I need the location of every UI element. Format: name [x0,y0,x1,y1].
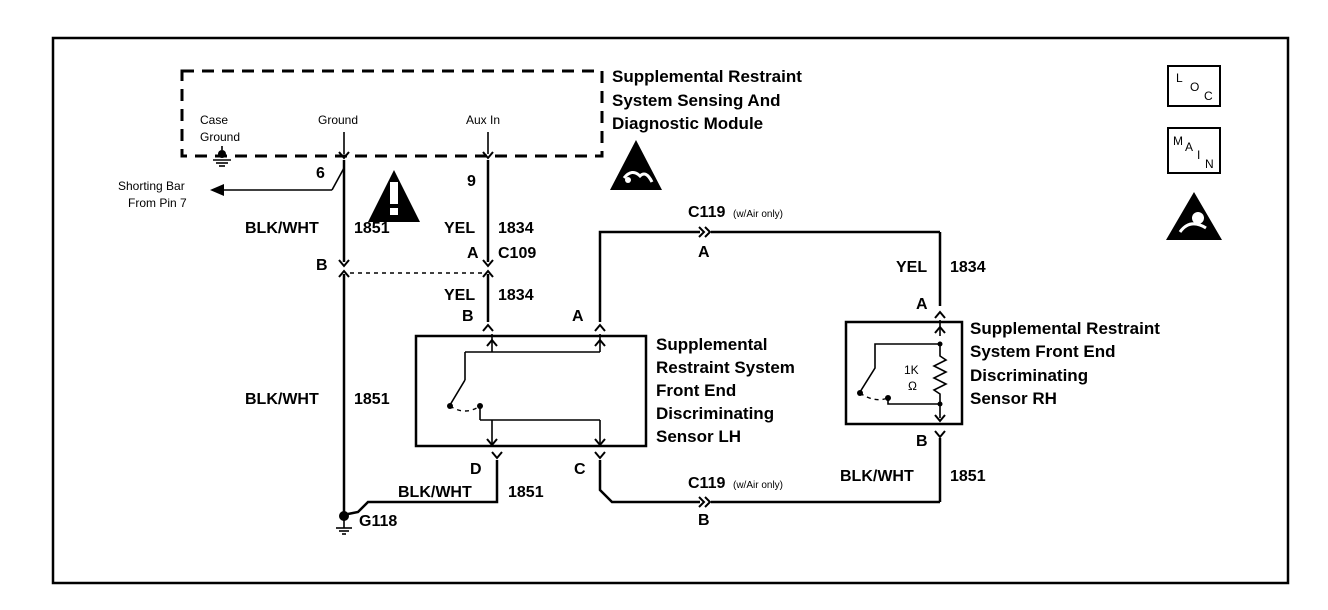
lh-sensor-pin-d: D [470,461,482,478]
wire-yel-circuit-2: 1834 [498,287,534,304]
sensor-lh-title-4: Discriminating [656,404,774,423]
sensor-lh-switch [447,334,606,446]
lh-sensor-pin-b: B [462,308,474,325]
diagram-frame [51,36,1290,585]
wire-blk-wht-color-1: BLK/WHT [245,220,319,237]
wire-blk-wht-circuit-2: 1851 [354,391,390,408]
c119-top-pin-a: A [698,244,710,261]
sdm-title-line-3: Diagnostic Module [612,114,763,133]
wire-yel-color-1: YEL [444,220,475,237]
svg-text:L: L [1176,71,1183,85]
wire-blk-wht-color-2: BLK/WHT [245,391,319,408]
c109-label: C109 [498,245,536,262]
svg-text:O: O [1190,80,1199,94]
sensor-lh-title-5: Sensor LH [656,427,741,446]
airbag-warning-icon [1166,192,1222,240]
sensor-rh-title-2: System Front End [970,342,1115,361]
svg-text:N: N [1205,157,1214,171]
c119-bottom-label: C119 [688,475,725,492]
sdm-title-line-2: System Sensing And [612,91,780,110]
c109-pin-a: A [467,245,479,262]
loc-icon[interactable]: L O C [1167,65,1221,107]
sensor-rh-box [844,320,964,426]
sensor-rh-title-3: Discriminating [970,366,1088,385]
sensor-lh-title-2: Restraint System [656,358,795,377]
wire-blk-wht-circuit-1: 1851 [354,220,390,237]
svg-text:M: M [1173,134,1183,148]
sensor-rh-title-1: Supplemental Restraint [970,319,1160,338]
pin-6-number: 6 [316,165,325,182]
sensor-lh-title-1: Supplemental [656,335,767,354]
svg-text:A: A [1185,140,1193,154]
rh-sensor-pin-b: B [916,433,928,450]
caution-icon [368,170,420,222]
pin-9-number: 9 [467,173,476,190]
sdm-module-box [180,69,604,158]
main-icon[interactable]: M A I N [1167,127,1221,174]
wire-blk-wht-color-4: BLK/WHT [840,468,914,485]
shorting-bar-label-2: From Pin 7 [128,196,187,210]
c119-top-note: (w/Air only) [733,209,783,220]
shorting-bar [210,167,345,196]
wire-blk-wht-circuit-3: 1851 [508,484,544,501]
c119-top-label: C119 [688,204,725,221]
resistor-symbol [932,344,948,422]
sensor-rh-title-4: Sensor RH [970,389,1057,408]
ground-g118-symbol [336,511,352,535]
rh-sensor-pin-a: A [916,296,928,313]
c109-pin-b-left: B [316,257,328,274]
wire-blk-wht-color-3: BLK/WHT [398,484,472,501]
resistor-unit: Ω [908,379,917,393]
sensor-lh-box [414,334,648,448]
wire-yel-circuit-1: 1834 [498,220,534,237]
resistor-value: 1K [904,363,919,377]
sensor-rh-switch [857,320,946,407]
ground-pin-label: Ground [318,113,358,127]
case-ground-label-1: Case [200,113,228,127]
esd-warning-icon [610,140,662,190]
lh-sensor-pin-c: C [574,461,586,478]
lh-sensor-pin-a: A [572,308,584,325]
wire-yel-color-2: YEL [444,287,475,304]
case-ground-label-2: Ground [200,130,240,144]
wire-blk-wht-circuit-4: 1851 [950,468,986,485]
sdm-title-line-1: Supplemental Restraint [612,67,802,86]
sensor-lh-title-3: Front End [656,381,736,400]
aux-in-pin-label: Aux In [466,113,500,127]
case-ground-symbol [213,146,231,167]
c119-bottom-note: (w/Air only) [733,480,783,491]
ground-g118-label: G118 [359,513,397,530]
svg-text:I: I [1197,148,1200,162]
svg-text:C: C [1204,89,1213,103]
shorting-bar-label-1: Shorting Bar [118,179,185,193]
wire-yel-circuit-3: 1834 [950,259,986,276]
wire-yel-color-3: YEL [896,259,927,276]
c119-bottom-pin-b: B [698,512,710,529]
